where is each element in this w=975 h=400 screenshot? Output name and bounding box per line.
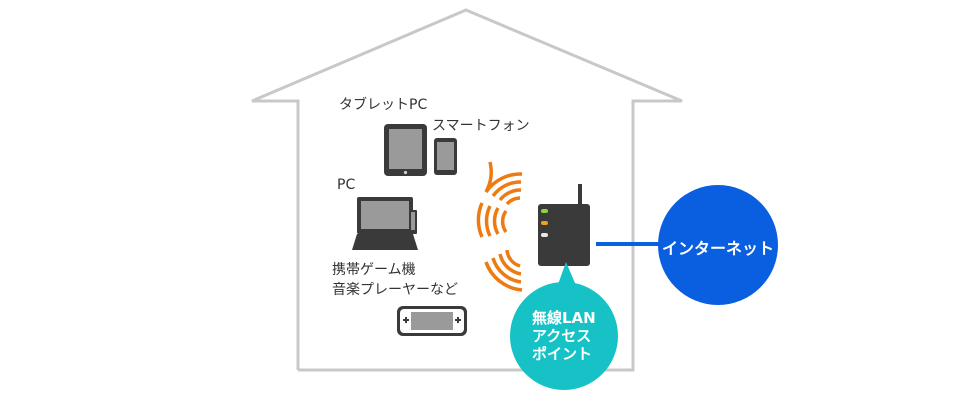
smartphone-icon xyxy=(434,138,457,175)
internet-label: インターネット xyxy=(661,239,774,258)
game-label-line1: 携帯ゲーム機 xyxy=(332,262,416,278)
internet-cloud-circle xyxy=(658,185,778,305)
tablet-icon xyxy=(384,124,427,176)
game-label-line2: 音楽プレーヤーなど xyxy=(332,282,458,298)
pc-label: PC xyxy=(337,177,356,193)
house-outline xyxy=(251,8,683,372)
tablet-label: タブレットPC xyxy=(339,97,428,113)
access-point-bubble xyxy=(510,262,618,390)
wireless-signal-waves xyxy=(476,161,523,292)
access-point-label-line1: 無線LAN xyxy=(532,309,596,327)
access-point-label-line3: ポイント xyxy=(532,345,593,363)
laptop-icon xyxy=(352,197,418,250)
access-point-label-line2: アクセス xyxy=(532,327,592,345)
router-icon xyxy=(538,184,590,266)
game-console-icon xyxy=(397,306,467,336)
smartphone-label: スマートフォン xyxy=(432,118,530,134)
